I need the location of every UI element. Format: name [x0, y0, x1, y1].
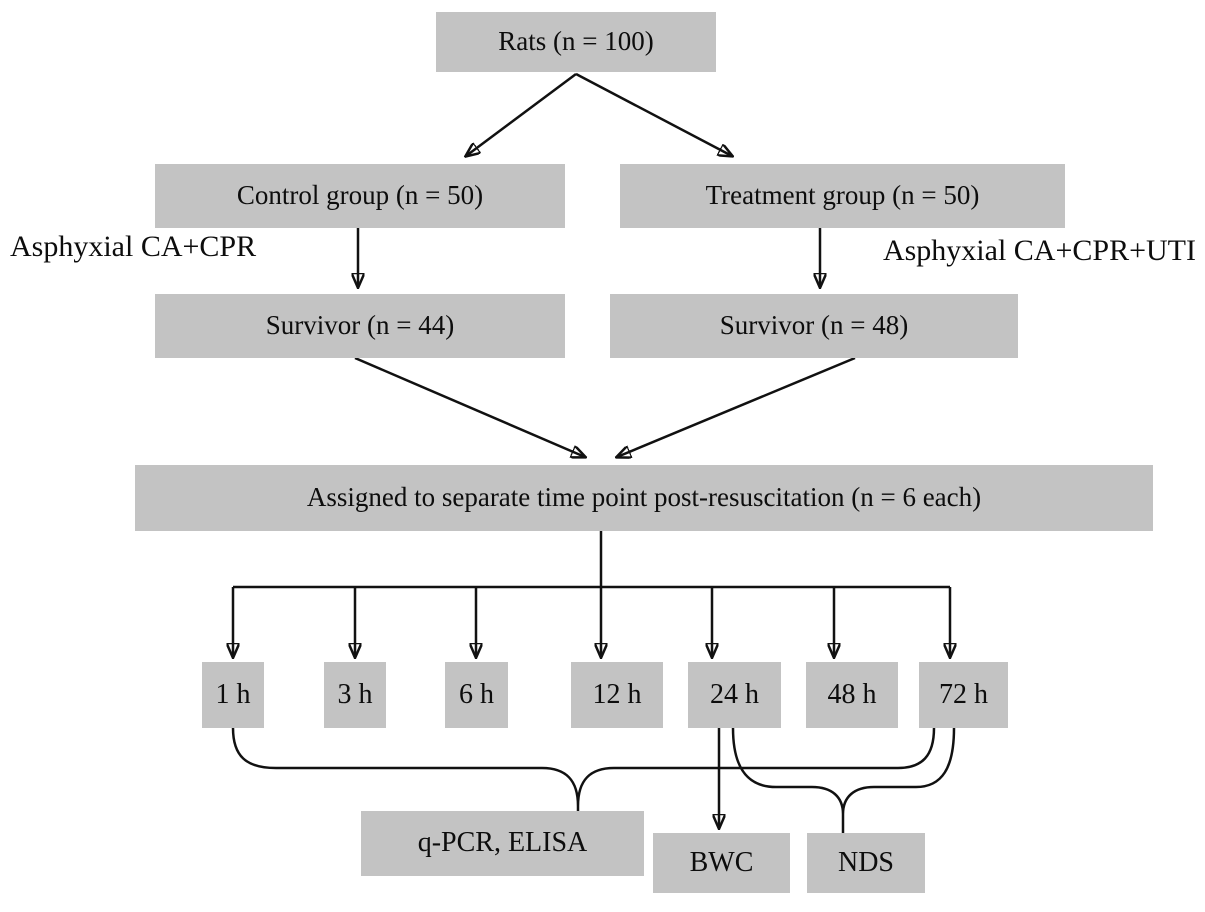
assignment-box: Assigned to separate time point post-res…: [135, 465, 1153, 531]
timepoint-12h-box: 12 h: [571, 662, 663, 728]
timepoint-24h-box: 24 h: [688, 662, 781, 728]
brace-to-qpcr-elisa: [231, 727, 936, 811]
qpcr-elisa-box: q-PCR, ELISA: [361, 811, 644, 876]
timepoint-6h-box: 6 h: [445, 662, 508, 728]
control-group-box: Control group (n = 50): [155, 164, 565, 228]
timepoint-3h-box: 3 h: [324, 662, 386, 728]
timepoint-1h-box: 1 h: [202, 662, 264, 728]
arrow-rats-to-treatment: [575, 72, 732, 156]
timepoint-72h-box: 72 h: [919, 662, 1008, 728]
arrow-survivor-control-to-assignment: [354, 356, 585, 457]
nds-box: NDS: [807, 833, 925, 893]
rats-box: Rats (n = 100): [436, 12, 716, 72]
survivor-treatment-box: Survivor (n = 48): [610, 294, 1018, 358]
survivor-control-box: Survivor (n = 44): [155, 294, 565, 358]
bwc-box: BWC: [653, 833, 790, 893]
arrow-survivor-treatment-to-assignment: [617, 356, 856, 457]
arrow-rats-to-control: [466, 72, 577, 156]
treatment-group-box: Treatment group (n = 50): [620, 164, 1065, 228]
brace-to-nds: [731, 727, 956, 833]
timepoint-48h-box: 48 h: [806, 662, 898, 728]
control-procedure-label: Asphyxial CA+CPR: [10, 230, 257, 263]
treatment-procedure-label: Asphyxial CA+CPR+UTI: [882, 234, 1196, 267]
